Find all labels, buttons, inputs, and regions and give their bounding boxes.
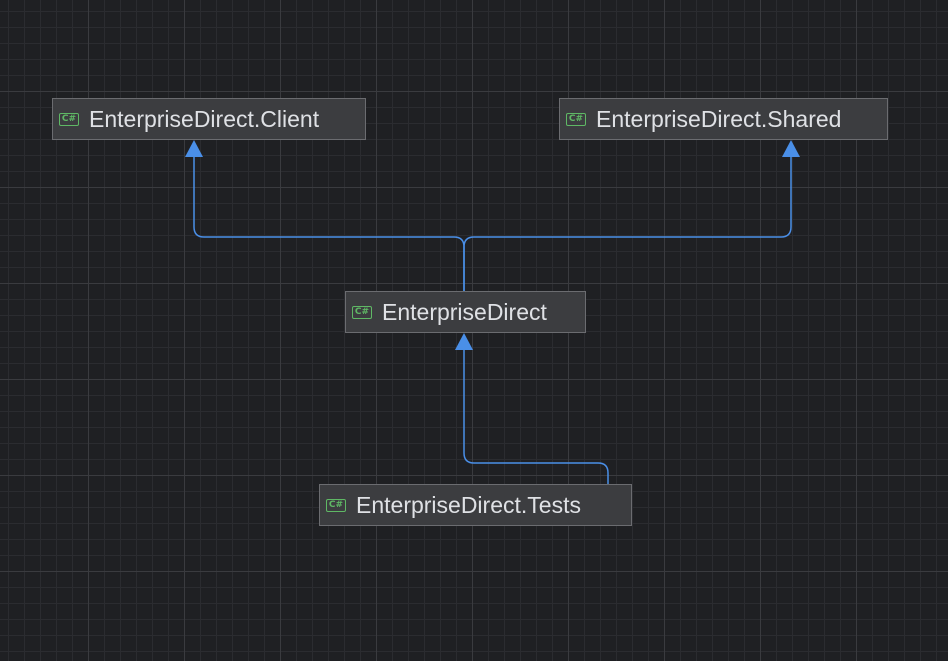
arrowhead-shared: [782, 140, 800, 157]
arrowhead-client: [185, 140, 203, 157]
arrowhead-main: [455, 333, 473, 350]
node-enterprisedirect[interactable]: C# EnterpriseDirect: [345, 291, 586, 333]
node-label: EnterpriseDirect.Tests: [356, 491, 581, 518]
edge-tests-to-main: [463, 349, 609, 484]
edge-main-to-client: [193, 156, 465, 291]
node-label: EnterpriseDirect: [382, 298, 547, 325]
node-label: EnterpriseDirect.Client: [89, 105, 320, 132]
edge-main-to-shared: [463, 156, 792, 291]
node-enterprisedirect-client[interactable]: C# EnterpriseDirect.Client: [52, 98, 366, 140]
csharp-project-icon: C#: [326, 498, 346, 512]
csharp-project-icon: C#: [352, 305, 372, 319]
node-enterprisedirect-tests[interactable]: C# EnterpriseDirect.Tests: [319, 484, 632, 526]
csharp-project-icon: C#: [59, 112, 79, 126]
node-label: EnterpriseDirect.Shared: [596, 105, 842, 132]
node-enterprisedirect-shared[interactable]: C# EnterpriseDirect.Shared: [559, 98, 888, 140]
csharp-project-icon: C#: [566, 112, 586, 126]
